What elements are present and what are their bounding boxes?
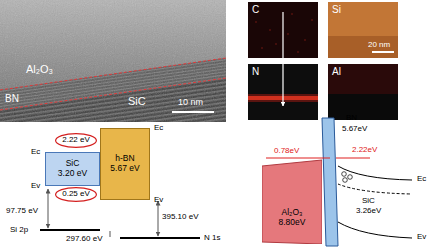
si2p-level — [40, 229, 100, 231]
tem-noise — [0, 0, 226, 122]
n1s-level — [120, 237, 200, 239]
eds-speckles — [255, 13, 313, 53]
energy-arrow — [158, 201, 159, 236]
node-text: 8.80eV — [279, 218, 306, 228]
node-text: 2.22 eV — [62, 135, 90, 144]
node-text: Al₂O₃ — [282, 208, 303, 218]
interface-line — [0, 58, 226, 90]
eds-si-ground — [328, 2, 398, 58]
layer-label: BN — [346, 113, 357, 122]
offset-value: 0.78eV — [274, 146, 299, 155]
hbn-band-box: h-BN5.67 eV — [100, 128, 150, 200]
eds-map-si: Si — [328, 2, 398, 58]
trap-states — [342, 172, 353, 183]
scale-bar — [372, 51, 394, 53]
band-edge-label: Ec — [417, 174, 426, 183]
al2o3-outline — [262, 158, 322, 244]
bn-slab — [322, 118, 338, 246]
ellipse-outline — [56, 187, 97, 201]
scale-label: 20 nm — [368, 40, 390, 49]
energy-value: 97.75 eV — [6, 206, 38, 215]
offset-value: 2.22eV — [352, 145, 377, 154]
offset-line — [266, 157, 330, 158]
al2o3-layer: Al₂O₃8.80eV — [262, 158, 322, 244]
eds-si-lower — [328, 36, 398, 58]
eds-map-c: C — [248, 2, 318, 58]
band-edge-label: Ec — [154, 123, 163, 132]
node-text: 0.25 eV — [62, 189, 90, 198]
gap-value: 5.67eV — [342, 124, 367, 133]
sic-band-box: SiC3.20 eV — [45, 152, 100, 186]
energy-value: 395.10 eV — [162, 212, 198, 221]
energy-arrow — [48, 189, 49, 228]
layer-label: SiC — [128, 95, 146, 108]
band-edge-label: Ev — [417, 232, 426, 241]
node-text: Al — [332, 66, 394, 78]
energy-arrow — [110, 231, 111, 237]
valence-band — [338, 222, 412, 238]
node-text: h-BN — [115, 154, 134, 164]
scan-arrow — [282, 12, 283, 106]
offset-ellipse: 0.25 eV — [55, 187, 97, 202]
tem-image — [0, 0, 226, 122]
offset-line — [336, 157, 370, 158]
node-text: SiC — [66, 159, 80, 169]
layer-label: SiC — [362, 196, 375, 205]
ellipse-outline — [56, 133, 97, 147]
node-text: 3.20 eV — [58, 169, 87, 179]
scale-label: 10 nm — [178, 97, 203, 107]
scale-bar — [172, 111, 214, 113]
eds-map-n: N — [248, 64, 318, 120]
offset-ellipse: 2.22 eV — [55, 133, 97, 148]
layer-label: Al₂O₃ — [26, 63, 53, 76]
eds-al-ground — [328, 64, 398, 120]
conduction-band — [338, 166, 412, 180]
node-text: C — [252, 4, 314, 16]
energy-value: 297.60 eV — [66, 234, 102, 243]
al2o3-outline — [262, 160, 322, 244]
core-level-label: Si 2p — [10, 225, 28, 234]
fermi-level — [338, 184, 412, 194]
eds-map-al: Al — [328, 64, 398, 120]
band-edge-label: Ev — [154, 195, 163, 204]
node-text: N — [252, 66, 314, 78]
node-text: 5.67 eV — [110, 164, 139, 174]
core-level-label: N 1s — [204, 233, 220, 242]
band-edge-label: Ec — [31, 147, 40, 156]
interface-line — [0, 78, 226, 110]
layer-label: BN — [5, 93, 19, 105]
node-text: Si — [332, 4, 394, 16]
band-edge-label: Ev — [31, 181, 40, 190]
eds-al-upper — [328, 64, 398, 94]
gap-value: 3.26eV — [356, 206, 381, 215]
